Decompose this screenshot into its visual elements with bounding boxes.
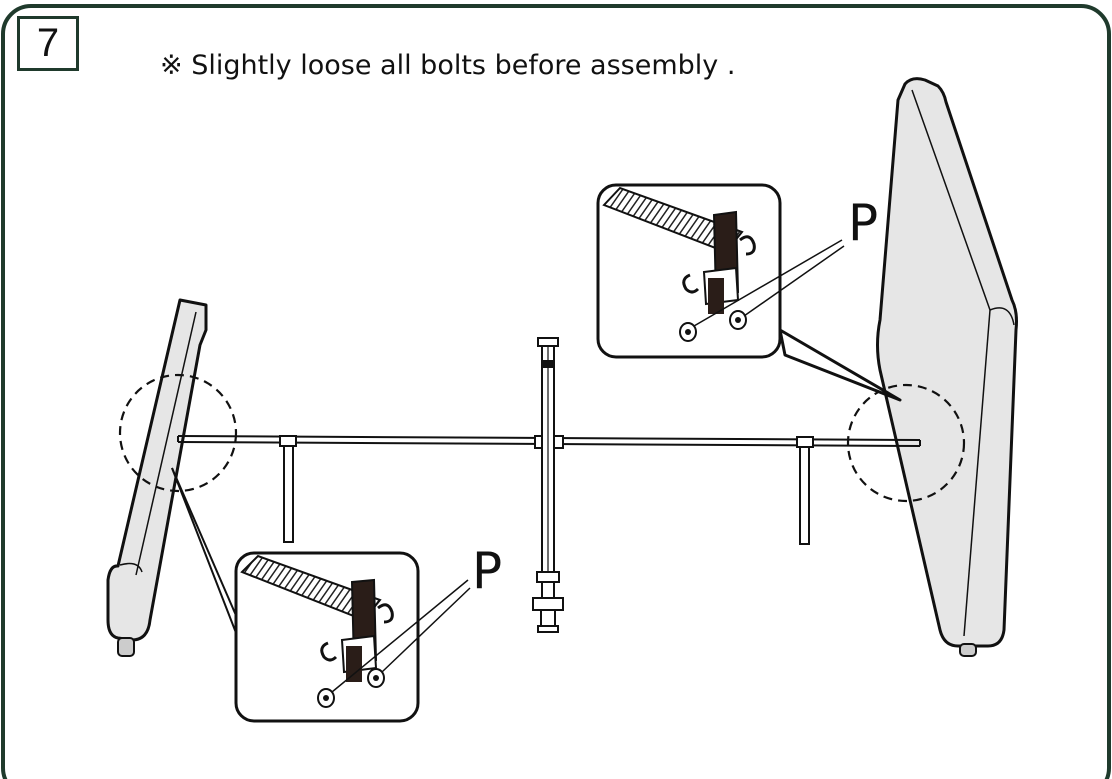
- part-label-p-bottom: P: [472, 542, 503, 600]
- right-headboard: [876, 77, 1018, 657]
- part-label-p-top: P: [848, 194, 879, 252]
- left-joint-highlight: [118, 373, 238, 493]
- right-joint-highlight: [846, 383, 966, 503]
- assembly-note: ※ Slightly loose all bolts before assemb…: [160, 50, 736, 81]
- center-rail: [532, 337, 564, 633]
- detail-callout-top: [596, 183, 902, 402]
- step-number: 7: [36, 21, 60, 65]
- support-legs: [279, 435, 814, 545]
- left-headboard: [106, 298, 208, 657]
- page-border: [1, 4, 1111, 779]
- step-number-box: 7: [17, 16, 79, 71]
- detail-callout-bottom: [171, 467, 471, 723]
